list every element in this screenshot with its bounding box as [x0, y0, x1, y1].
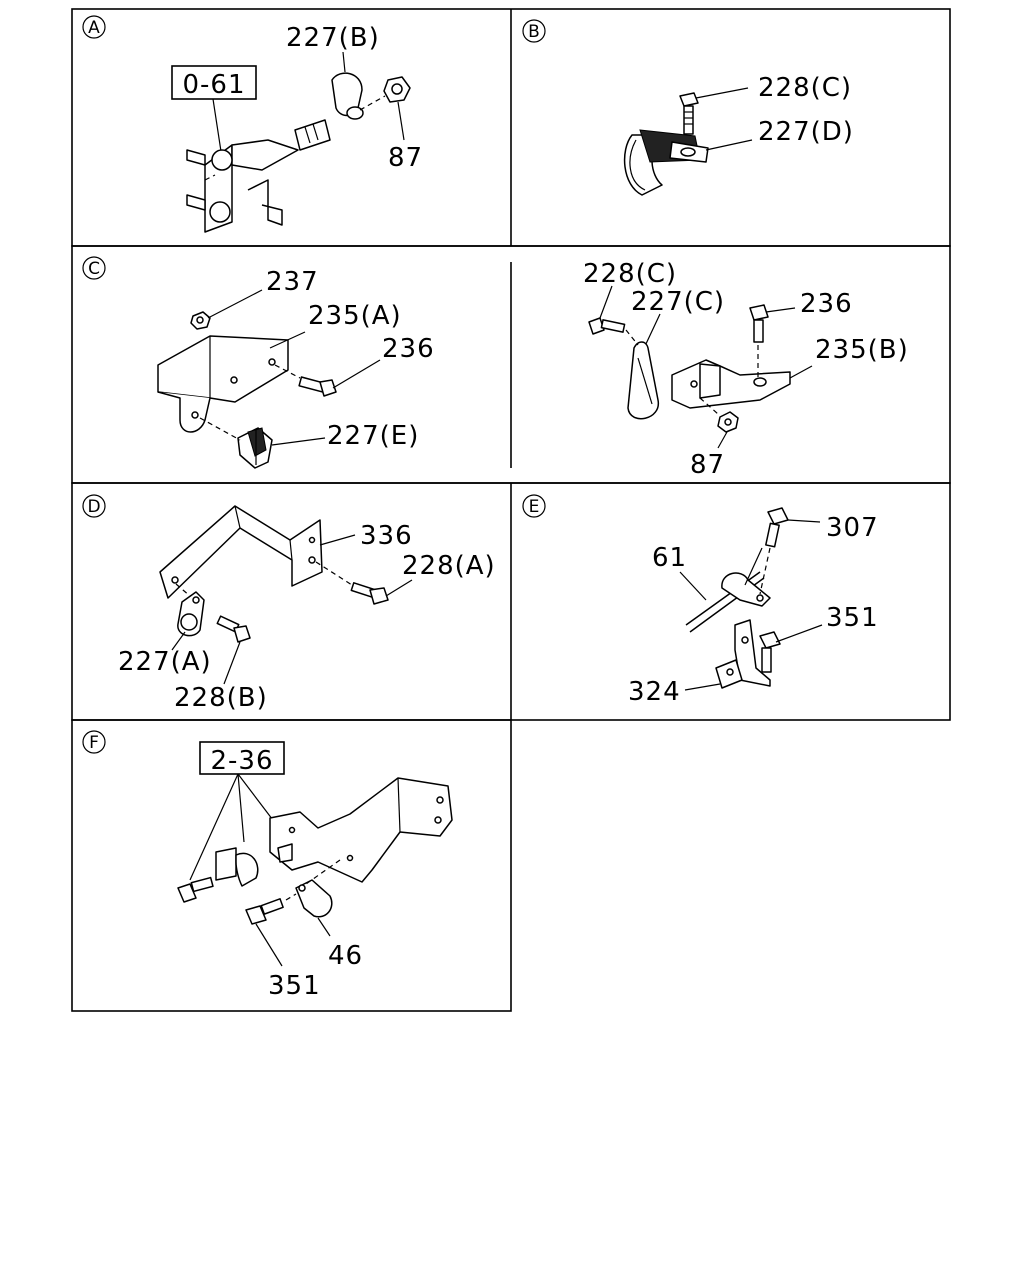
bolt-228b [216, 615, 251, 643]
bolt-236-c [298, 376, 337, 397]
bracket-324 [715, 619, 771, 689]
clamp-e [721, 572, 771, 607]
svg-text:A: A [88, 18, 100, 38]
svg-text:E: E [529, 497, 540, 517]
bracket-235a [157, 335, 289, 433]
panel-d: D 336 228(A) 227(A) [82, 494, 496, 713]
clip-227b [331, 72, 364, 120]
panel-letter-e: E [522, 494, 546, 518]
label-61: 61 [652, 543, 687, 573]
label-228b: 228(B) [174, 683, 268, 713]
bolt-228c-c [588, 317, 626, 335]
bolt-f-left [177, 876, 214, 903]
loop-clip-227c [627, 341, 659, 420]
label-227a: 227(A) [118, 647, 212, 677]
bolt-228a [350, 582, 389, 605]
label-87-c: 87 [690, 450, 725, 480]
panel-letter-b: B [522, 19, 546, 43]
panel-letter-d: D [82, 494, 106, 518]
panel-grid [71, 8, 951, 1012]
panel-c: C 237 235(A) 236 2 [82, 256, 435, 469]
label-237: 237 [266, 267, 319, 297]
clamp-46 [295, 879, 333, 918]
label-236-cr: 236 [800, 289, 853, 319]
panel-a: A 0-61 227(B) [82, 15, 423, 233]
panel-letter-a: A [82, 15, 106, 39]
bracket-336 [159, 505, 323, 599]
clip-227a [177, 591, 205, 637]
label-227d: 227(D) [758, 117, 854, 147]
label-324: 324 [628, 677, 681, 707]
bracket-a [186, 119, 331, 233]
label-236-c: 236 [382, 334, 435, 364]
svg-text:0-61: 0-61 [182, 70, 245, 100]
label-228c-b: 228(C) [758, 73, 852, 103]
clamp-227d [623, 129, 709, 196]
bracket-235b [671, 359, 791, 409]
panel-b: B 228(C) 227(D) [522, 19, 854, 196]
bolt-351-f [245, 898, 284, 925]
label-307: 307 [826, 513, 879, 543]
bracket-f [269, 777, 453, 883]
bolt-228c-b [679, 92, 699, 135]
label-336: 336 [360, 521, 413, 551]
bolt-351-e [759, 631, 781, 673]
label-351-f: 351 [268, 971, 321, 1001]
clip-f [215, 847, 259, 887]
svg-text:D: D [87, 497, 100, 517]
label-235b: 235(B) [815, 335, 909, 365]
bolt-236-cr [749, 304, 769, 343]
ref-box-0-61: 0-61 [171, 65, 257, 100]
panel-e: E 307 61 351 32 [522, 494, 879, 707]
panel-letter-f: F [82, 730, 106, 754]
label-227e: 227(E) [327, 421, 419, 451]
svg-text:B: B [528, 22, 540, 42]
label-46: 46 [328, 941, 363, 971]
label-228a: 228(A) [402, 551, 496, 581]
panel-c-right: 228(C) 227(C) 236 235(B) [583, 259, 909, 480]
svg-text:F: F [89, 733, 99, 753]
label-87: 87 [388, 143, 423, 173]
label-227b: 227(B) [286, 23, 380, 53]
nut-87 [383, 76, 411, 103]
ref-box-2-36: 2-36 [199, 741, 285, 776]
panel-f: F 2-36 46 [82, 730, 453, 1001]
label-228c-c: 228(C) [583, 259, 677, 289]
nut-87-c [717, 411, 739, 433]
panel-letter-c: C [82, 256, 106, 280]
bolt-307 [765, 507, 789, 548]
svg-text:C: C [88, 259, 100, 279]
nut-237 [190, 311, 211, 330]
clip-227e [237, 427, 273, 469]
label-227c: 227(C) [631, 287, 725, 317]
label-235a: 235(A) [308, 301, 402, 331]
svg-text:2-36: 2-36 [210, 746, 273, 776]
label-351-e: 351 [826, 603, 879, 633]
